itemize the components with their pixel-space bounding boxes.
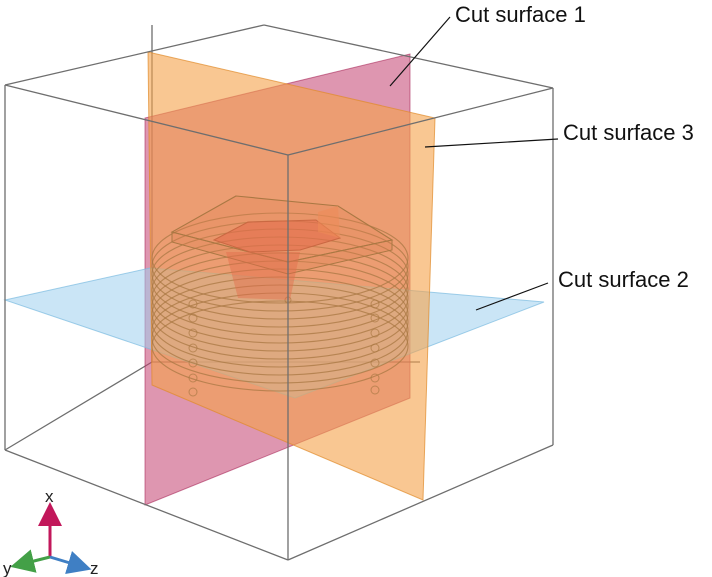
- cut-surface-3-leader: [424, 138, 559, 148]
- cut-surface-1-leader: [389, 16, 451, 87]
- z-axis-label: z: [90, 559, 99, 577]
- x-axis-label: x: [45, 487, 54, 506]
- cut-surface-2-label: Cut surface 2: [558, 267, 689, 292]
- cut-surface-2-leader: [475, 282, 549, 311]
- y-axis-label: y: [3, 559, 12, 577]
- y-axis-arrow: [10, 549, 51, 573]
- axis-triad: x y z: [3, 487, 99, 577]
- cut-surface-3-label: Cut surface 3: [563, 120, 694, 145]
- bounding-box-front: [4, 24, 554, 561]
- cut-surface-1-label: Cut surface 1: [455, 2, 586, 27]
- cut-surface-3-plane: [147, 51, 436, 501]
- z-axis-arrow: [49, 551, 92, 575]
